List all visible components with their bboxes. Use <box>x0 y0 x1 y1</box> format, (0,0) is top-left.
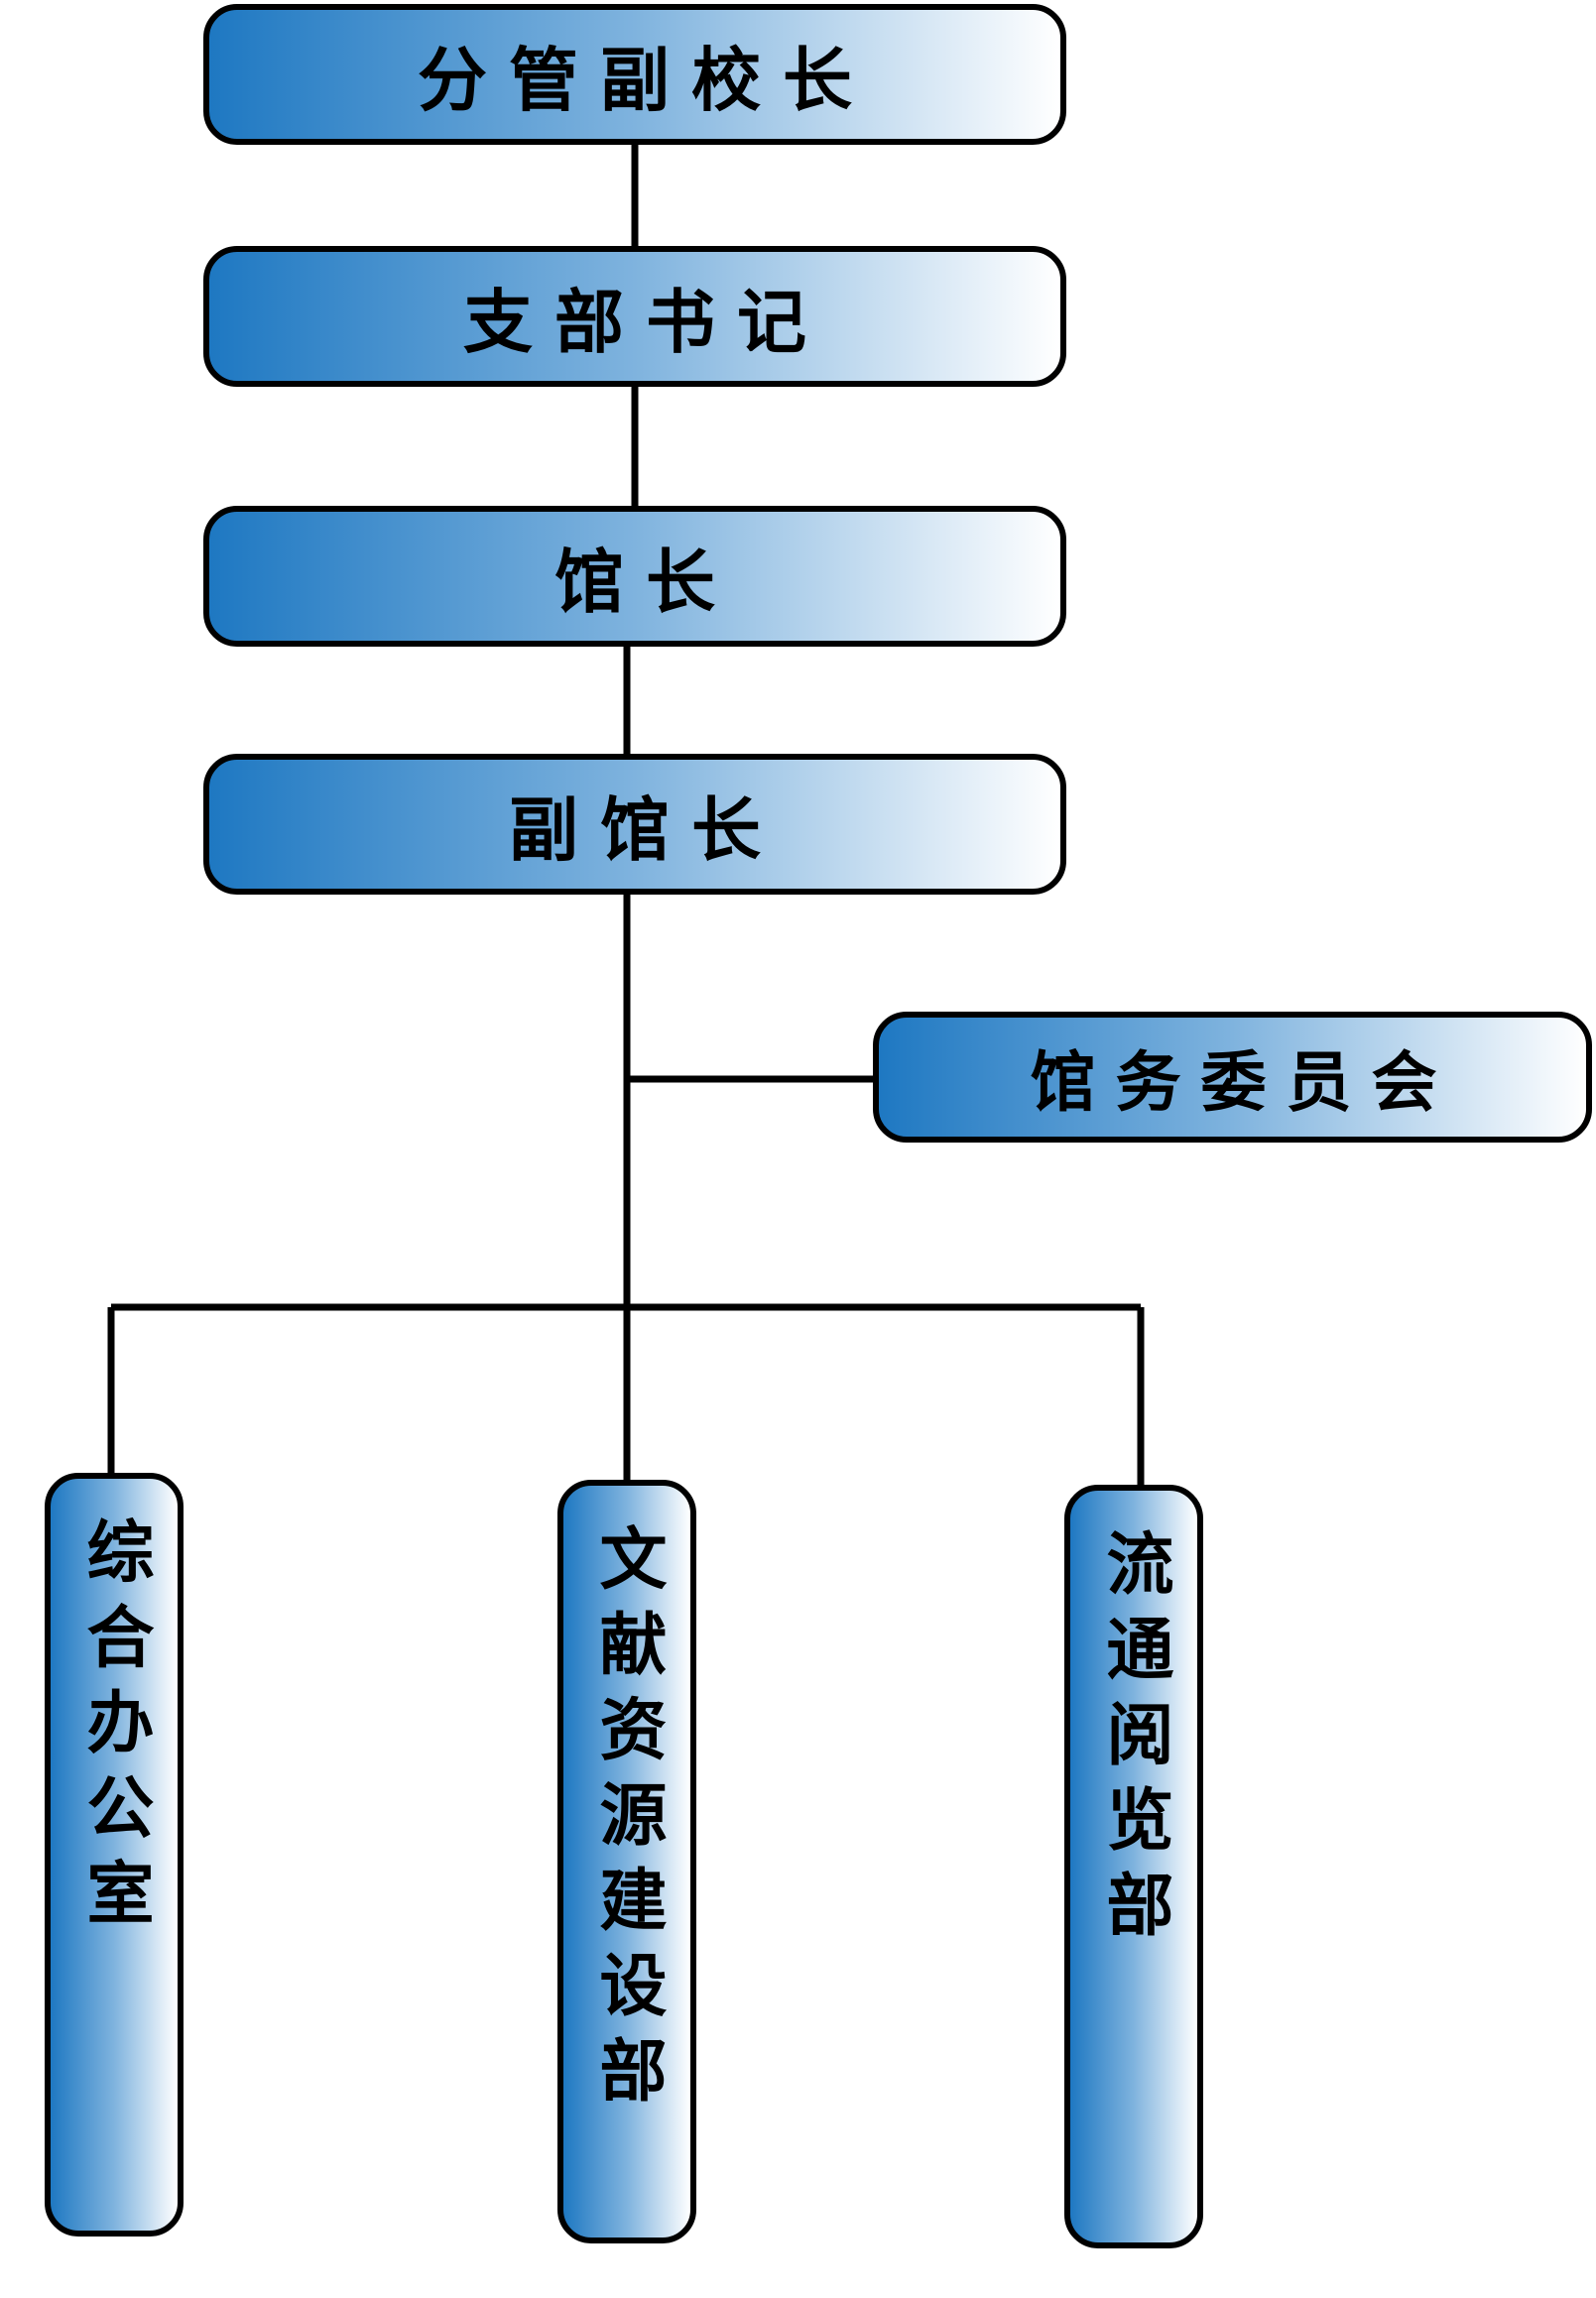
node-circulation: 流通阅览部 <box>1064 1485 1203 2248</box>
node-resources: 文献资源建设部 <box>557 1480 696 2243</box>
node-director: 馆长 <box>203 506 1066 647</box>
node-resources-label: 文献资源建设部 <box>587 1523 667 2120</box>
node-office-label: 综合办公室 <box>74 1516 154 1943</box>
node-secretary-label: 支部书记 <box>463 280 828 363</box>
node-committee: 馆务委员会 <box>873 1012 1592 1143</box>
node-secretary: 支部书记 <box>203 246 1066 387</box>
node-committee-label: 馆务委员会 <box>1030 1043 1457 1121</box>
node-office: 综合办公室 <box>45 1473 184 2237</box>
node-deputy: 副馆长 <box>203 754 1066 895</box>
node-director-label: 馆长 <box>554 540 737 623</box>
node-principal: 分管副校长 <box>203 4 1066 145</box>
node-circulation-label: 流通阅览部 <box>1094 1528 1173 1955</box>
node-deputy-label: 副馆长 <box>509 787 783 871</box>
node-principal-label: 分管副校长 <box>418 38 874 121</box>
